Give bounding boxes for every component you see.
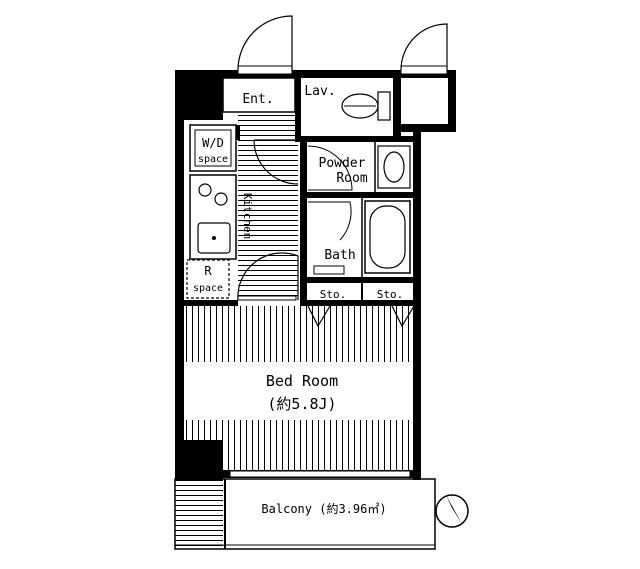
balcony-deck xyxy=(175,479,223,549)
bathtub-inner xyxy=(369,205,406,269)
wall-left xyxy=(175,70,184,480)
washer-space-inner xyxy=(194,129,232,167)
kitchen-door-top xyxy=(253,139,299,185)
bedroom-size-label: (約5.8J) xyxy=(267,395,336,413)
toilet-tank xyxy=(377,91,391,121)
washer-label: W/D xyxy=(202,136,224,150)
powder-door-swing xyxy=(307,145,353,191)
wall-wet-left xyxy=(300,140,307,306)
burner-icon xyxy=(214,192,228,206)
entrance-step xyxy=(222,77,296,113)
kitchen-door-bottom-leaf xyxy=(237,295,297,301)
washer-space xyxy=(189,124,237,172)
compass-north-icon xyxy=(435,494,469,528)
kitchen-sink xyxy=(197,222,231,254)
side-door-frame xyxy=(400,65,448,75)
fridge-space xyxy=(186,259,230,299)
kitchen-counter xyxy=(189,174,237,260)
kitchen-label: Kitchen xyxy=(241,193,254,239)
lavatory-label: Lav. xyxy=(304,84,335,99)
bath-label: Bath xyxy=(324,248,355,263)
window-bottom xyxy=(229,470,411,478)
wall-powder-bath xyxy=(300,192,420,198)
sink-drain-icon xyxy=(212,236,216,240)
fridge-label: R xyxy=(204,264,212,278)
side-door-swing xyxy=(400,23,448,71)
wall-right-upper xyxy=(448,70,456,130)
storage-door-left xyxy=(307,305,331,328)
entrance-door-swing xyxy=(237,15,293,71)
basin-bowl xyxy=(383,151,405,183)
bedroom-label: Bed Room xyxy=(266,372,338,390)
wall-ent-lav xyxy=(295,78,301,138)
wall-lav-bottom xyxy=(295,136,421,142)
wall-top xyxy=(175,70,455,78)
bath-mat xyxy=(313,265,345,275)
balcony-label: Balcony (約3.96㎡) xyxy=(261,501,386,516)
kitchen-door-bottom xyxy=(237,252,299,301)
powder-room-label: Powder xyxy=(319,156,366,171)
wall-right-step xyxy=(400,124,456,132)
wall-sto-bedroom xyxy=(300,300,420,306)
storage-left-label: Sto. xyxy=(320,288,347,301)
powder-basin xyxy=(377,145,411,189)
entrance-door-frame xyxy=(237,65,293,75)
wall-kitchen-bedroom xyxy=(184,300,238,306)
balcony-area xyxy=(174,478,436,550)
wall-bath-sto xyxy=(300,277,420,283)
bath-door-swing xyxy=(308,201,352,241)
compass-north-needle xyxy=(446,495,462,524)
bedroom-floor-top xyxy=(183,306,413,362)
bathtub xyxy=(364,200,411,274)
powder-room-label-room: Room xyxy=(336,171,367,186)
storage-door-right xyxy=(391,305,415,328)
storage-right-label: Sto. xyxy=(377,288,404,301)
fridge-label-space: space xyxy=(193,283,223,294)
washer-label-space: space xyxy=(198,154,228,165)
entrance-label: Ent. xyxy=(242,92,273,107)
wall-lav-right xyxy=(393,78,401,138)
burner-icon xyxy=(198,183,212,197)
